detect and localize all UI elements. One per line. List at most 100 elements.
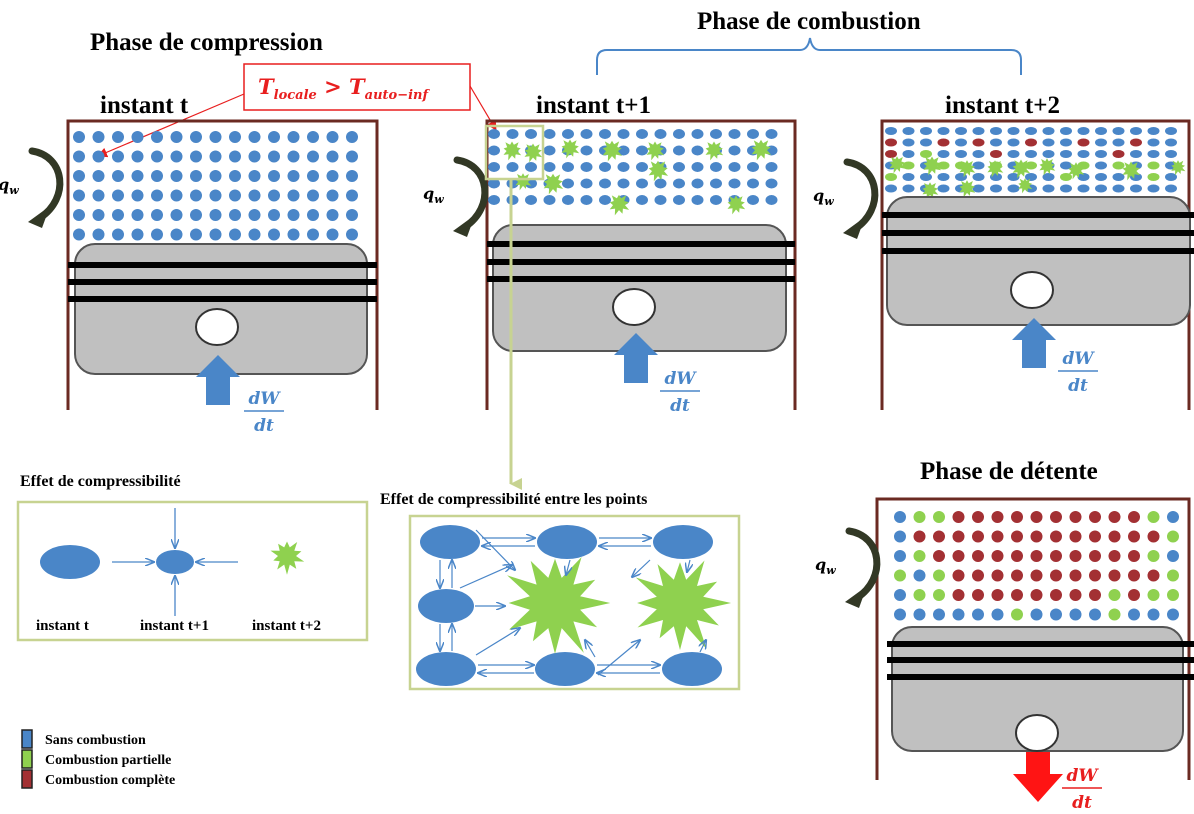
- gas-particle: [209, 170, 222, 182]
- gas-particle: [268, 209, 280, 221]
- gas-particle: [1077, 161, 1090, 170]
- gas-particle: [525, 195, 537, 205]
- legend-label: Sans combustion: [45, 733, 146, 748]
- gas-particle: [691, 178, 704, 189]
- zoom-selection-box: [484, 124, 545, 181]
- gas-particle: [326, 209, 339, 221]
- gas-particle: [92, 170, 105, 182]
- gas-particle: [1130, 150, 1142, 158]
- gas-particle: [268, 150, 280, 163]
- piston-pin: [1010, 271, 1054, 309]
- gas-particle: [1147, 161, 1160, 170]
- gas-particle: [673, 162, 685, 172]
- gas-point: [535, 652, 595, 686]
- gas-particle: [268, 189, 280, 202]
- ignition-kernel: [705, 141, 724, 161]
- gas-particle: [326, 189, 339, 202]
- heat-arc: [845, 527, 881, 602]
- gas-particle: [636, 162, 648, 172]
- gas-particle: [326, 170, 339, 182]
- legend-item: Sans combustion: [21, 729, 146, 749]
- gas-particle: [937, 127, 950, 135]
- gas-particle: [562, 129, 574, 139]
- gas-particle: [1147, 173, 1160, 181]
- gas-particle: [1042, 127, 1055, 135]
- gas-particle: [131, 170, 144, 182]
- gas-particle: [170, 209, 183, 221]
- ignition-kernel: [922, 182, 939, 200]
- gas-particle: [972, 511, 984, 523]
- gas-particle: [151, 150, 163, 163]
- gas-point: [662, 652, 722, 686]
- gas-particle: [747, 195, 759, 205]
- droplet-instant-t: [40, 545, 100, 579]
- interaction-arrow: [632, 559, 651, 577]
- gas-particle: [287, 189, 300, 202]
- gas-particle: [1050, 550, 1062, 562]
- gas-particle: [73, 131, 85, 143]
- interaction-arrow: [459, 565, 512, 589]
- gas-particle: [307, 150, 319, 163]
- gas-particle: [952, 530, 965, 543]
- gas-particle: [1030, 511, 1043, 523]
- ignition-kernel: [524, 143, 543, 163]
- heat-arc: [28, 147, 64, 222]
- gas-particle: [307, 170, 319, 182]
- gas-particle: [543, 195, 556, 205]
- gas-particle: [972, 530, 984, 543]
- gas-particle: [972, 550, 984, 562]
- gas-particle: [920, 138, 932, 147]
- gas-particle: [92, 209, 105, 221]
- gas-particle: [972, 173, 985, 181]
- gas-particle: [151, 131, 163, 143]
- w-subscript: w: [826, 564, 836, 577]
- gas-particle: [1089, 589, 1101, 601]
- gas-particle: [972, 569, 984, 582]
- gas-particle: [673, 145, 685, 156]
- ignition-kernel: [1018, 178, 1033, 194]
- ignition-kernel: [648, 160, 669, 182]
- gas-particle: [112, 150, 124, 163]
- gas-particle: [1077, 127, 1090, 135]
- gas-particle: [1112, 173, 1125, 181]
- state-label-t: instant t: [36, 618, 89, 634]
- interaction-arrow: [597, 640, 640, 676]
- gas-particle: [972, 150, 985, 158]
- gas-particle: [894, 608, 906, 621]
- gas-particle: [326, 131, 339, 143]
- condition-sub-right: auto−inf: [365, 88, 431, 103]
- gas-particle: [1030, 608, 1043, 621]
- ignition-kernel: [602, 140, 623, 162]
- autoignition-condition-box: [243, 63, 471, 111]
- gas-particle: [209, 150, 222, 163]
- gas-particle: [1165, 127, 1177, 135]
- heat-flux-cyl4: qw: [815, 527, 881, 608]
- cylinder-detente: [875, 497, 1194, 802]
- gas-particle: [1060, 184, 1072, 193]
- ignition-kernel: [1122, 161, 1141, 181]
- gas-particle: [562, 178, 574, 189]
- gas-particle: [229, 189, 241, 202]
- gas-particle: [1095, 127, 1107, 135]
- gas-particle: [728, 145, 741, 156]
- piston-pin: [612, 288, 656, 326]
- piston-pin: [1015, 714, 1059, 752]
- gas-particle: [894, 589, 906, 601]
- gas-particle: [287, 150, 300, 163]
- ignition-kernel: [646, 141, 665, 161]
- gas-particle: [894, 530, 906, 543]
- w-subscript: w: [9, 184, 19, 197]
- gas-particle: [488, 145, 500, 156]
- gas-particle: [1147, 608, 1160, 621]
- gas-particle: [1069, 608, 1082, 621]
- gas-particle: [952, 511, 965, 523]
- gas-particle: [1108, 550, 1121, 562]
- gas-particle: [710, 162, 722, 172]
- gas-particle: [920, 127, 932, 135]
- gas-particle: [346, 170, 358, 182]
- gas-particle: [1050, 589, 1062, 601]
- gas-particle: [710, 178, 722, 189]
- work-arrow: [1013, 752, 1063, 802]
